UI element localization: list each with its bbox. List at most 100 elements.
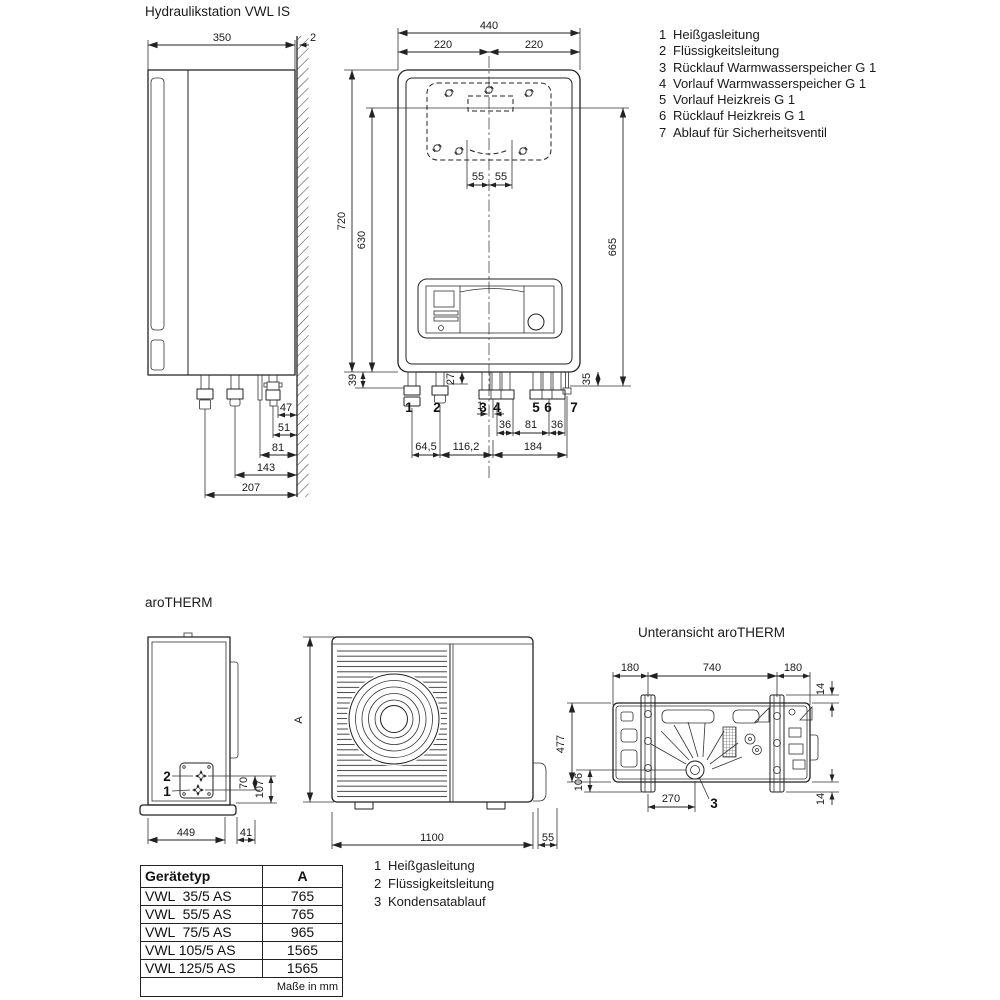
dim-depth: 350 <box>213 32 231 44</box>
legend-label: Flüssigkeitsleitung <box>673 43 780 59</box>
fan <box>348 673 440 765</box>
dim-35: 35 <box>581 373 593 385</box>
arotherm-side-view: 2 1 70 107 449 41 <box>139 632 277 844</box>
connection-5: 5 <box>532 400 540 415</box>
legend-num: 1 <box>374 858 382 873</box>
dim-47: 47 <box>280 402 292 414</box>
unit-side-outline <box>147 69 296 376</box>
value-a: 1565 <box>262 941 343 960</box>
legend-label: Heißgasleitung <box>673 27 760 42</box>
dim-477: 477 <box>555 735 567 753</box>
legend-label: Heißgasleitung <box>388 858 475 873</box>
dim-740: 740 <box>703 662 721 674</box>
unteransicht-title: Unteransicht aroTHERM <box>638 625 786 640</box>
door-panel <box>150 77 165 331</box>
screw-icon <box>432 143 442 153</box>
dim-720: 720 <box>336 212 348 230</box>
legend-num: 3 <box>659 59 667 75</box>
dim-440: 440 <box>480 20 498 32</box>
device-type: VWL 125/5 AS <box>140 959 263 978</box>
dim-14-bottom: 14 <box>815 793 827 805</box>
foot <box>486 801 506 810</box>
legend-item: 3 Kondensatablauf <box>374 893 494 911</box>
screw-icon <box>518 146 528 156</box>
base-plinth <box>139 804 237 816</box>
dim-630: 630 <box>356 231 368 249</box>
dim-143: 143 <box>257 462 275 474</box>
dim-81-side: 81 <box>272 442 284 454</box>
screw-icon <box>444 88 454 98</box>
device-type: VWL 35/5 AS <box>140 887 263 906</box>
table-header-row: Gerätetyp A <box>140 865 343 888</box>
connection-1: 1 <box>405 400 413 415</box>
legend-label: Kondensatablauf <box>388 894 486 909</box>
dim-81: 81 <box>525 419 537 431</box>
arotherm-bottom-view: 180 740 180 <box>555 662 839 812</box>
legend-item: 3 Rücklauf Warmwasserspeicher G 1 <box>659 60 876 76</box>
legend-label: Vorlauf Warmwasserspeicher G 1 <box>673 75 867 91</box>
dim-55-right: 55 <box>495 171 507 183</box>
legend-num: 3 <box>374 894 382 909</box>
dim-27: 27 <box>445 373 457 385</box>
legend-label: Rücklauf Warmwasserspeicher G 1 <box>673 59 877 75</box>
dim-55-left: 55 <box>472 171 484 183</box>
legend-num: 5 <box>659 92 667 108</box>
control-panel <box>417 278 563 339</box>
value-a: 965 <box>262 923 343 942</box>
side-bracket <box>533 762 547 802</box>
button-bar <box>433 310 459 316</box>
legend-label: Vorlauf Heizkreis G 1 <box>673 92 796 108</box>
legend-num: 6 <box>659 108 667 124</box>
dim-106: 106 <box>573 773 585 791</box>
dim-41: 41 <box>240 827 252 839</box>
dim-A: A <box>293 716 305 724</box>
dim-220-left: 220 <box>434 39 452 51</box>
side-pipes <box>196 374 283 410</box>
device-type: VWL 105/5 AS <box>140 941 263 960</box>
col-a: A <box>262 865 343 888</box>
condensate-drain <box>650 721 743 780</box>
value-a: 765 <box>262 905 343 924</box>
connection-3: 3 <box>479 400 487 415</box>
value-a: 1565 <box>262 959 343 978</box>
device-type: VWL 55/5 AS <box>140 905 263 924</box>
wall-hatching <box>297 36 309 497</box>
table-footer-row: Maße in mm <box>140 977 343 997</box>
dim-107: 107 <box>254 780 266 798</box>
connection-6: 6 <box>544 400 552 415</box>
aro-connection-2: 2 <box>163 769 171 784</box>
legend-label: Flüssigkeitsleitung <box>388 876 495 891</box>
page-title: Hydraulikstation VWL IS <box>145 4 291 19</box>
connection-7: 7 <box>570 400 578 415</box>
legend-num: 7 <box>659 124 667 140</box>
button-bar <box>433 316 459 322</box>
dim-220-right: 220 <box>525 39 543 51</box>
value-a: 765 <box>262 887 343 906</box>
legend-item: 5 Vorlauf Heizkreis G 1 <box>659 92 876 108</box>
baseplate-details <box>620 705 813 770</box>
bottom-outline <box>612 702 811 783</box>
dim-449: 449 <box>177 827 195 839</box>
arotherm-title: aroTHERM <box>145 595 213 610</box>
dim-116-2: 116,2 <box>453 441 480 453</box>
dim-1: 1 <box>477 400 483 412</box>
connection-2: 2 <box>433 400 441 415</box>
dim-55-aro: 55 <box>542 832 554 844</box>
arotherm-front-outline <box>331 636 534 803</box>
dim-39: 39 <box>347 374 359 386</box>
screw-icon <box>524 88 534 98</box>
